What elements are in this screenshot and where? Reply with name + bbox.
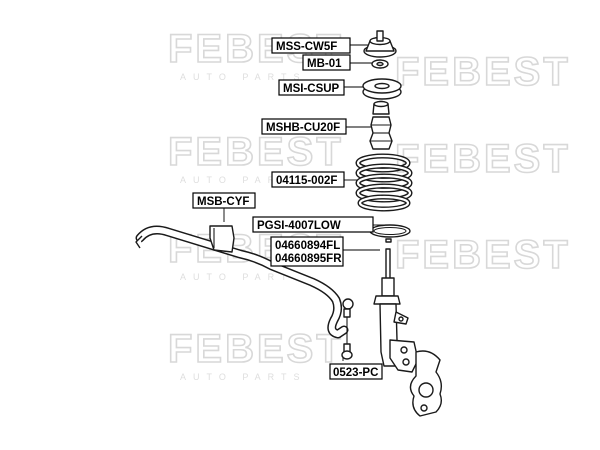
strut-upper-tube [381, 277, 395, 297]
watermark-brand-5: FEBEST [395, 50, 571, 94]
label-text-strut-fr: 04660895FR [275, 253, 342, 265]
label-mshb-cu20f[interactable]: MSHB-CU20F [261, 118, 347, 135]
stabilizer-end-left [135, 235, 143, 249]
spring-seat-hole [374, 82, 390, 90]
link-ball-joint-bottom [341, 350, 353, 360]
insulator-tab [385, 238, 392, 243]
label-box-msb-cyf [192, 192, 256, 209]
label-pgsi[interactable]: PGSI-4007LOW [252, 216, 374, 233]
label-box-mshb-cu20f [261, 118, 347, 135]
strut-spring-perch [373, 295, 401, 305]
label-text-link: 0523-PC [333, 367, 378, 379]
label-box-msi-csup [278, 79, 345, 96]
watermark-tagline-1: AUTO PARTS [180, 72, 307, 82]
label-text-pgsi: PGSI-4007LOW [257, 220, 341, 232]
label-text-mss-cw5f: MSS-CW5F [276, 41, 337, 53]
shock-absorber [373, 248, 419, 373]
coil-spring [355, 153, 413, 212]
watermark-layer: FEBEST AUTO PARTS FEBEST AUTO PARTS FEBE… [167, 26, 571, 382]
mount-bearing [371, 59, 389, 69]
strut-knuckle-clamp [389, 339, 419, 373]
label-box-pgsi [252, 216, 374, 233]
coil-1-inner [356, 154, 410, 172]
label-text-msb-cyf: MSB-CYF [197, 196, 249, 208]
stabilizer-link [341, 298, 354, 360]
label-text-msi-csup: MSI-CSUP [283, 83, 340, 95]
label-box-strut [270, 236, 344, 267]
coil-2-inner [356, 164, 412, 182]
strut-piston-rod [385, 248, 391, 280]
steering-knuckle [409, 350, 443, 417]
label-text-spring: 04115-002F [276, 175, 337, 187]
bearing-inner [376, 61, 384, 67]
label-mb-01[interactable]: MB-01 [302, 54, 351, 71]
clamp-bolt-1 [400, 346, 408, 354]
label-box-mss-cw5f [271, 37, 351, 54]
label-box-link [329, 363, 383, 380]
coil-3-inner [356, 174, 412, 192]
strut-mount-stud [376, 30, 384, 42]
insulator-inner [373, 227, 407, 235]
stabilizer-bar-fill [137, 227, 347, 337]
watermark-brand-7: FEBEST [395, 233, 571, 277]
knuckle-mount-hole [420, 404, 428, 412]
label-strut[interactable]: 04660894FL 04660895FR [270, 236, 344, 267]
label-box-spring [271, 171, 345, 188]
clamp-bolt-2 [402, 358, 410, 366]
label-text-strut-fl: 04660894FL [275, 240, 340, 252]
spring-seat [362, 78, 402, 100]
watermark-brand-6: FEBEST [395, 137, 571, 181]
watermark-tagline-4: AUTO PARTS [180, 372, 307, 382]
knuckle-hub-bore [418, 382, 434, 398]
coil-4-inner [356, 184, 412, 202]
stabilizer-bar [135, 225, 349, 339]
strut-bracket-hole [398, 316, 404, 322]
strut-mount [363, 30, 397, 58]
watermark-tagline-3: AUTO PARTS [180, 272, 307, 282]
leader-lines [223, 44, 386, 361]
label-text-mb-01: MB-01 [307, 58, 342, 70]
part-labels: MSS-CW5F MB-01 MSI-CSUP MSHB-CU20F 04115… [192, 37, 383, 380]
stabilizer-bushing [209, 225, 235, 253]
link-ball-joint-top [342, 298, 354, 310]
label-msb-cyf[interactable]: MSB-CYF [192, 192, 256, 209]
watermark-tagline-2: AUTO PARTS [180, 175, 307, 185]
bump-stop-top [373, 100, 389, 108]
label-msi-csup[interactable]: MSI-CSUP [278, 79, 345, 96]
watermark-brand-2: FEBEST [168, 130, 344, 174]
label-text-mshb-cu20f: MSHB-CU20F [266, 122, 340, 134]
bump-stop-and-boot [369, 100, 393, 150]
label-box-mb-01 [302, 54, 351, 71]
label-mss-cw5f[interactable]: MSS-CW5F [271, 37, 351, 54]
watermark-brand-4: FEBEST [168, 327, 344, 371]
link-top-housing [343, 308, 351, 318]
label-spring[interactable]: 04115-002F [271, 171, 345, 188]
coil-5-inner [358, 195, 410, 211]
label-link[interactable]: 0523-PC [329, 363, 383, 380]
